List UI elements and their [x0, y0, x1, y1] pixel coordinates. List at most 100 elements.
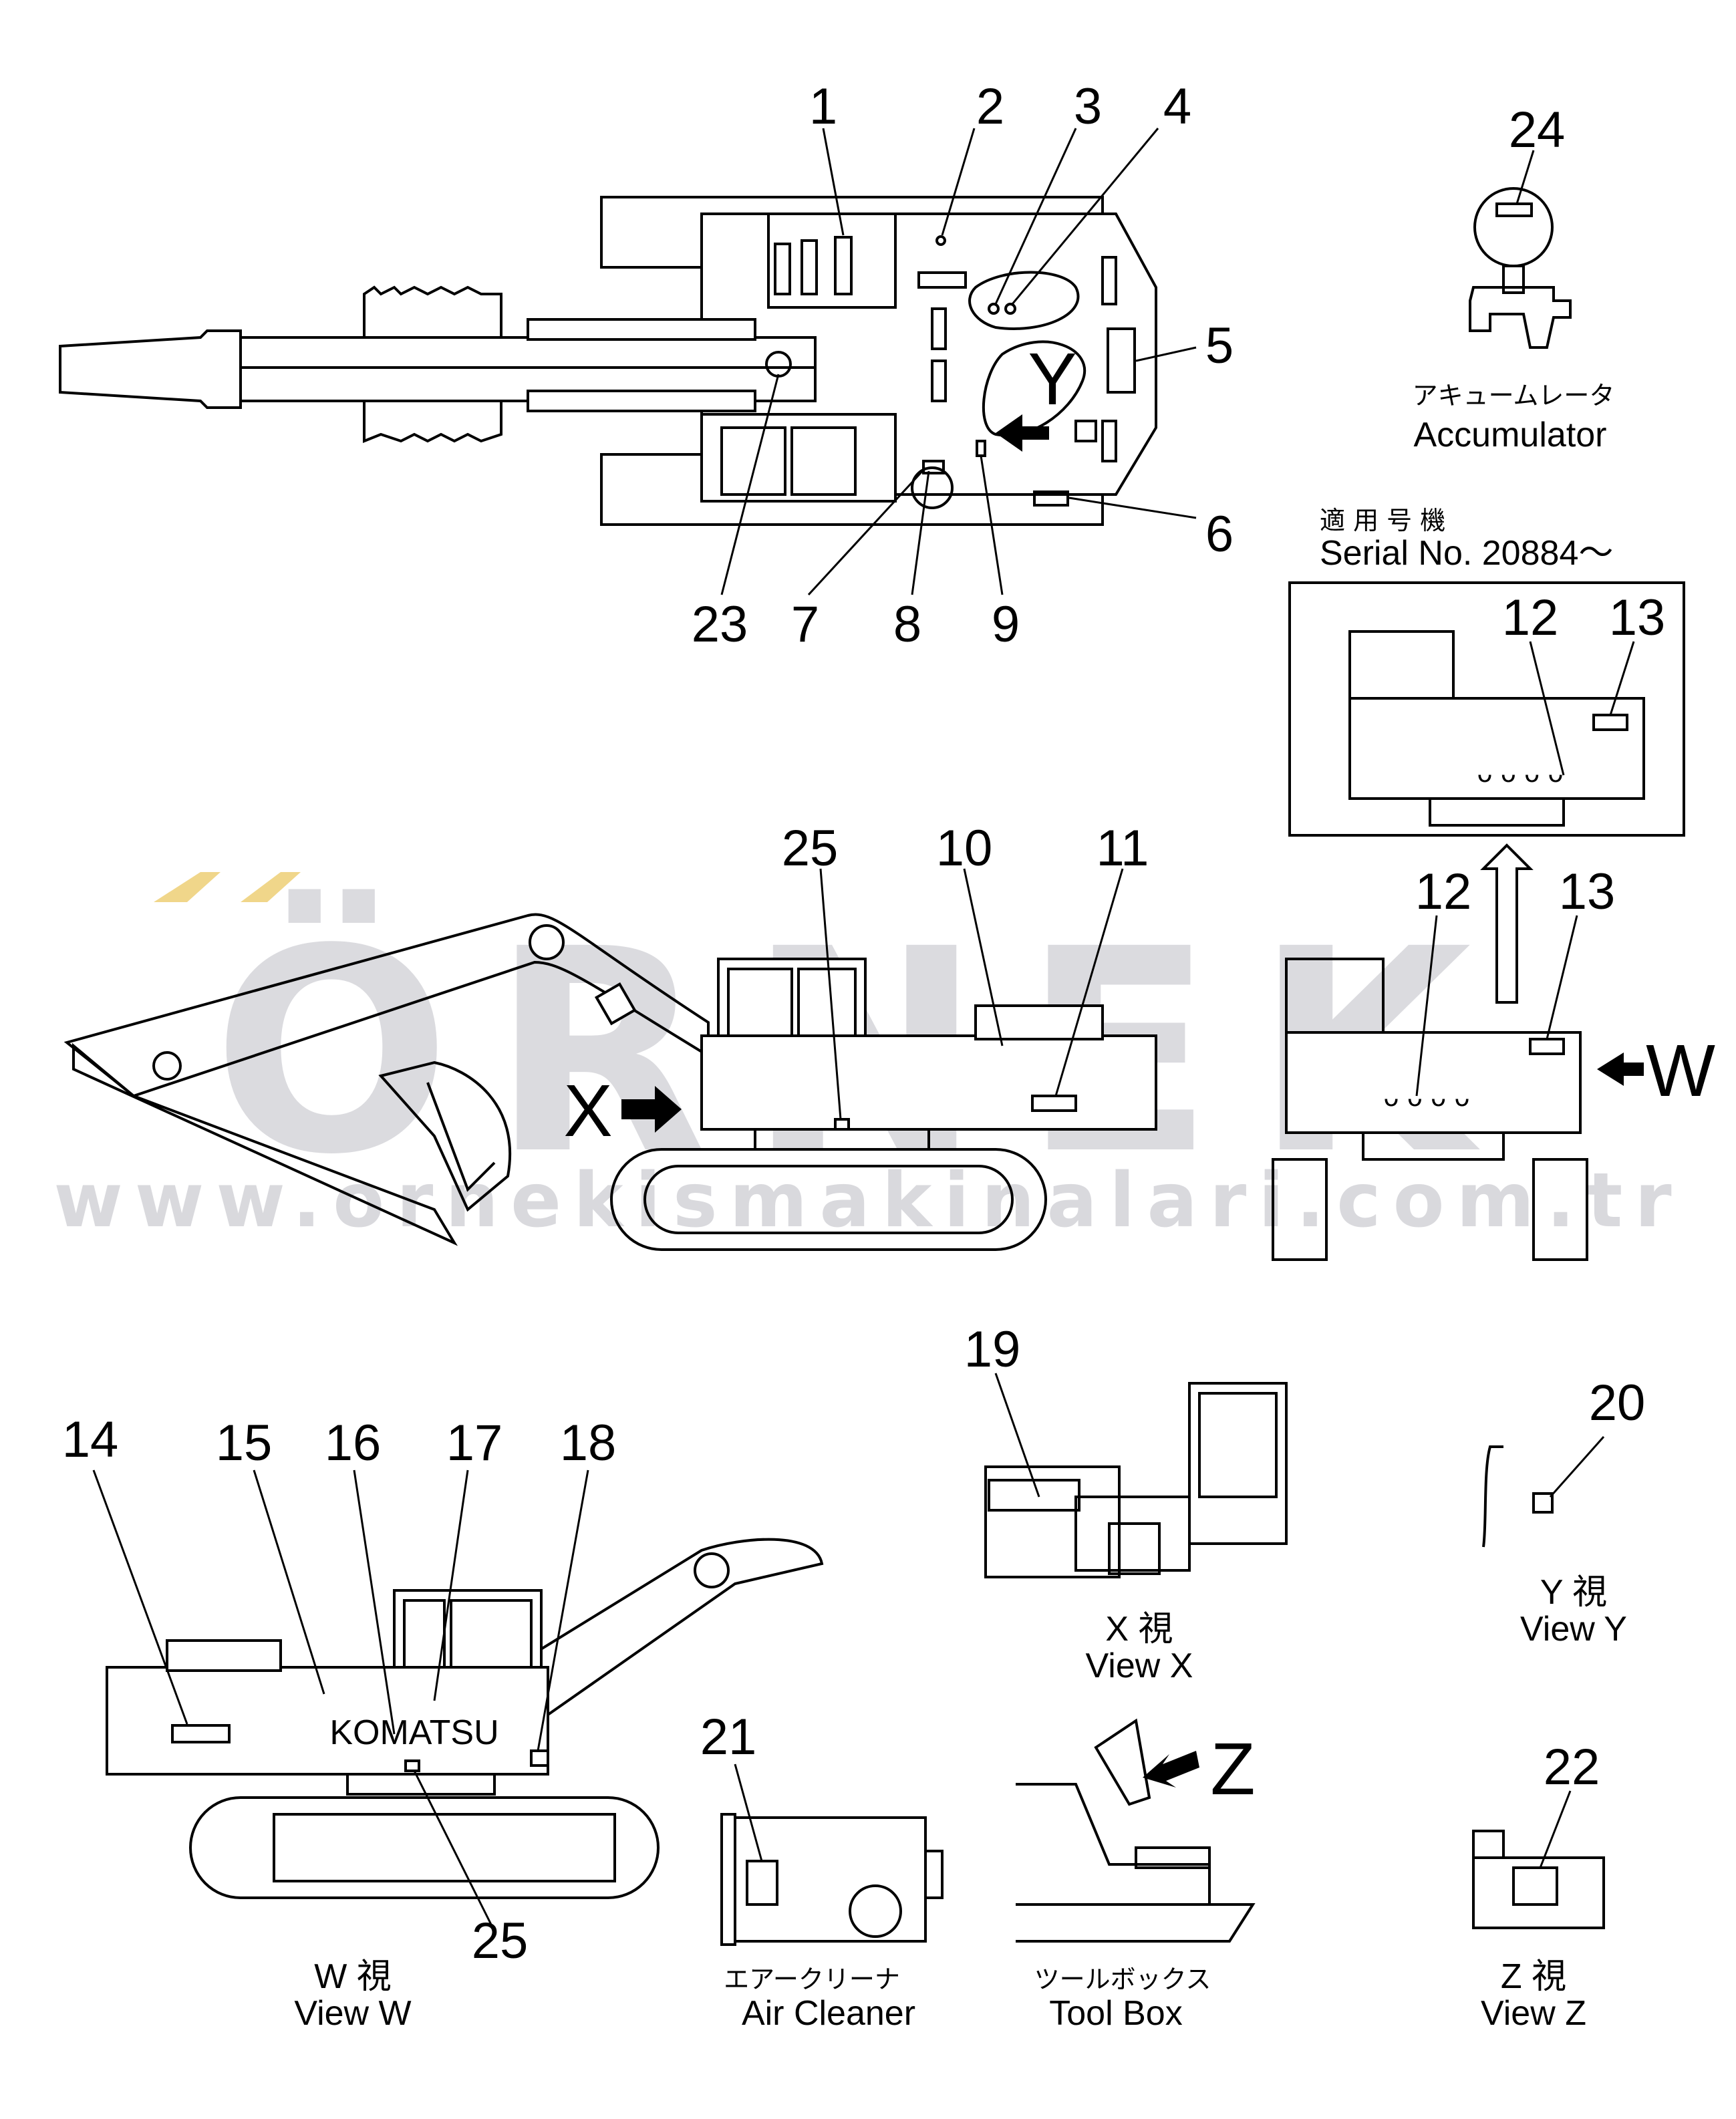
watermark: ÖRNEK www.ornekismakinalari.com.tr: [53, 872, 1672, 1244]
tool-box-detail: Z ツールボックス Tool Box: [1016, 1718, 1256, 2033]
view-w-track-inner: [273, 1813, 616, 1882]
view-w-track: [189, 1796, 660, 1899]
view-w-caption-jp: W 視: [314, 1957, 392, 1996]
tool-box-label-en: Tool Box: [1049, 1994, 1182, 2033]
view-x-caption-en: View X: [1086, 1647, 1193, 1685]
decal-21: [746, 1860, 778, 1906]
decal-3: [988, 303, 1000, 315]
view-x-detail: 19 X 視 View X: [964, 1321, 1288, 1685]
top-view-excavator: [59, 196, 1157, 526]
serial-brand-decal: ᴗ ᴗ ᴗ ᴗ: [1477, 758, 1563, 788]
bucket-teeth-lower: [363, 400, 502, 443]
arm-side: [72, 1042, 458, 1246]
view-x-frame: [1074, 1496, 1191, 1572]
tool-box-lid: [1094, 1718, 1151, 1806]
callout-25-side: 25: [782, 820, 839, 877]
view-w-boom: [440, 1538, 824, 1725]
bucket-linkage: [426, 1082, 496, 1192]
bucket-top: [59, 329, 242, 409]
valve-panel-1: [931, 307, 947, 350]
callout-3: 3: [1074, 78, 1102, 135]
accumulator-detail: 24 アキュームレータ Accumulator: [1413, 102, 1615, 454]
cab-window-2: [790, 426, 857, 496]
decal-7: [922, 460, 945, 474]
component-box-a: [1074, 420, 1097, 442]
view-w-hood: [166, 1639, 282, 1672]
side-view-excavator: X 25 10 11: [63, 820, 1157, 1251]
cab-window-1: [720, 426, 786, 496]
callout-23: 23: [692, 596, 748, 653]
watermark-accent-left: [154, 872, 221, 902]
callout-13-serial: 13: [1609, 589, 1666, 646]
cylinder-top-2: [527, 390, 756, 412]
air-cleaner-label-en: Air Cleaner: [742, 1994, 915, 2033]
view-x-marker: X: [563, 1070, 612, 1152]
view-w-pin: [694, 1552, 730, 1588]
decal-1b: [801, 239, 818, 295]
callout-21: 21: [700, 1709, 757, 1765]
decal-1c: [834, 236, 853, 295]
rear-track-left: [1272, 1158, 1328, 1261]
view-z-caption-en: View Z: [1481, 1994, 1586, 2033]
callout-17: 17: [446, 1415, 503, 1471]
callout-14: 14: [62, 1411, 119, 1468]
view-z-arrow: [1143, 1751, 1199, 1788]
accumulator-fitting: [1469, 286, 1572, 349]
decal-20: [1532, 1492, 1554, 1514]
air-cleaner-detail: 21 エアークリーナ Air Cleaner: [700, 1709, 944, 2033]
callout-5: 5: [1205, 317, 1234, 374]
serial-up-arrow: [1480, 843, 1534, 1004]
view-w-arrow: [1597, 1052, 1644, 1086]
callout-9: 9: [992, 596, 1020, 653]
boom-top: [239, 336, 817, 372]
decal-2-rect: [917, 271, 967, 289]
callout-15: 15: [216, 1415, 273, 1471]
decal-2-dot: [935, 235, 946, 246]
callout-4: 4: [1163, 78, 1191, 135]
air-cleaner-flange: [720, 1813, 736, 1946]
tool-box-label-jp: ツールボックス: [1034, 1965, 1211, 1994]
view-z-caption-jp: Z 視: [1501, 1957, 1566, 1996]
callout-6: 6: [1205, 506, 1234, 563]
track-inner: [643, 1165, 1014, 1234]
callout-18: 18: [560, 1415, 617, 1471]
accumulator-sphere: [1473, 187, 1554, 267]
rear-view-excavator: ᴗ ᴗ ᴗ ᴗ W 12 13: [1272, 863, 1715, 1261]
decal-8-ring: [911, 466, 954, 509]
engine-area-lower: [982, 340, 1086, 437]
arm-pin: [152, 1051, 182, 1081]
cylinder-top-1: [527, 318, 756, 341]
air-cleaner-outlet: [924, 1850, 944, 1899]
callout-13-rear: 13: [1559, 863, 1616, 920]
decal-5: [1107, 327, 1136, 394]
tool-box-frame: [1016, 1783, 1211, 1906]
decal-24: [1495, 202, 1533, 217]
decal-18: [530, 1749, 549, 1767]
view-x-cab-window: [1198, 1392, 1278, 1498]
air-cleaner-cap: [849, 1884, 902, 1938]
serial-label-en: Serial No. 20884～: [1320, 534, 1613, 573]
callout-12-serial: 12: [1502, 589, 1559, 646]
serial-cab: [1348, 630, 1455, 710]
decal-1a: [774, 243, 791, 295]
boom-pin: [529, 924, 565, 960]
serial-frame: [1288, 581, 1685, 837]
decal-right-1: [1101, 256, 1117, 305]
rear-track-right: [1532, 1158, 1588, 1261]
decal-right-2: [1101, 420, 1117, 462]
decal-22: [1512, 1866, 1558, 1906]
serial-label-jp: 適 用 号 機: [1320, 506, 1445, 535]
view-y-arrow: [996, 414, 1049, 452]
view-w-body: [106, 1666, 549, 1776]
tool-box-tray: [1135, 1846, 1211, 1869]
view-w-marker: W: [1646, 1030, 1715, 1112]
top-view-leaders: [720, 128, 1197, 596]
view-z-detail: 22 Z 視 View Z: [1472, 1739, 1605, 2033]
serial-counterweight: [1429, 797, 1565, 827]
accumulator-label-jp: アキュームレータ: [1413, 381, 1615, 410]
view-w-swing: [346, 1773, 496, 1796]
callout-19: 19: [964, 1321, 1021, 1378]
tool-box-deck: [1016, 1903, 1256, 1943]
callout-10: 10: [936, 820, 993, 877]
